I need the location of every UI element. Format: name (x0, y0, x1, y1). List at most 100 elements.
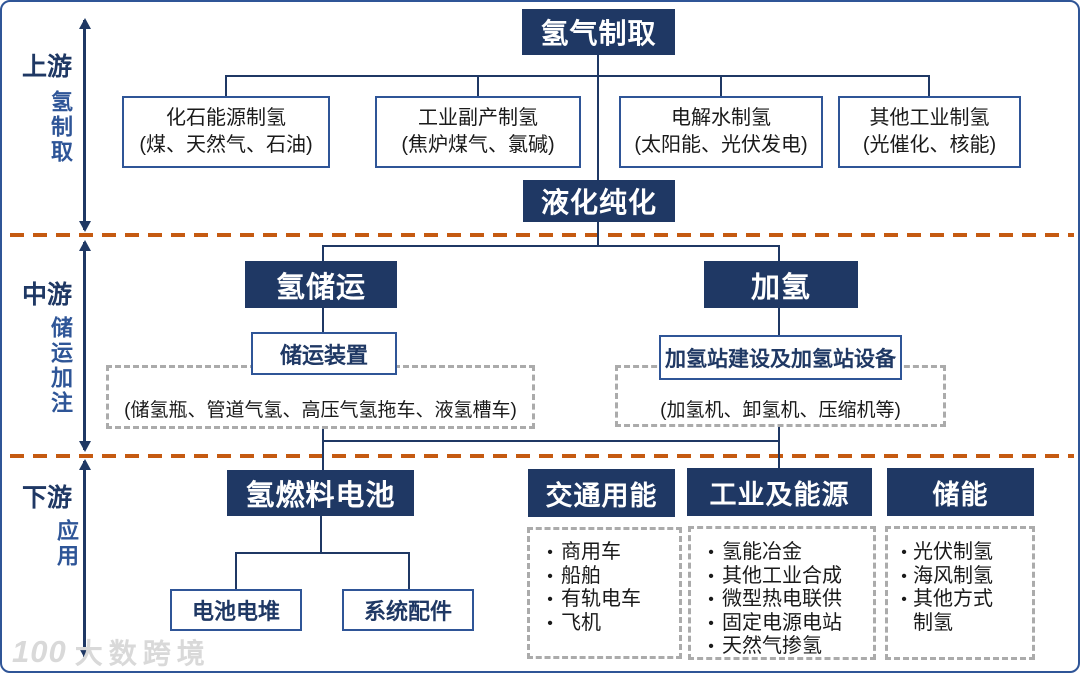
method-box-fossil: 化石能源制氢 (煤、天然气、石油) (122, 96, 330, 168)
header-box-hydrogen-storage-transport: 氢储运 (245, 261, 397, 308)
bullet-icon: • (547, 544, 553, 561)
method-box-electrolysis: 电解水制氢 (太阳能、光伏发电) (619, 96, 823, 168)
bullet-icon: • (547, 614, 553, 632)
transport-energy-list: • 商用车 • 船舶 • 有轨电车 • 飞机 (527, 529, 682, 635)
header-box-industry-energy: 工业及能源 (687, 468, 872, 516)
list-item-text: 飞机 (561, 611, 601, 634)
bullet-icon: • (708, 591, 714, 608)
transport-energy-panel (527, 527, 682, 659)
list-item: • 其他方式制氢 (895, 588, 1035, 635)
connector-line (477, 75, 479, 96)
list-item: • 海风制氢 (895, 565, 1035, 589)
bullet-icon: • (708, 544, 714, 561)
list-item-text: 天然气掺氢 (722, 635, 822, 657)
list-item: • 有轨电车 (539, 588, 682, 612)
bullet-icon: • (708, 638, 714, 655)
box-liquefaction-purification: 液化纯化 (523, 180, 675, 222)
list-item-text: 氢能冶金 (722, 541, 802, 563)
watermark-logo-icon: 100 (12, 634, 67, 669)
method-name: 其他工业制氢 (869, 107, 990, 129)
storage-detail-text: (储氢瓶、管道气氢、高压气氢拖车、液氢槽车) (124, 400, 517, 421)
list-item-text: 其他工业合成 (722, 564, 842, 587)
watermark: 100 大数跨境 (12, 632, 211, 671)
connector-line (322, 245, 324, 261)
list-item: • 固定电源电站 (700, 612, 876, 636)
box-storage-equipment: 储运装置 (251, 332, 397, 375)
list-item-text: 光伏制氢 (913, 541, 993, 563)
box-refueling-station-equipment: 加氢站建设及加氢站设备 (659, 335, 902, 380)
list-item-text: 微型热电联供 (722, 588, 842, 610)
connector-line (322, 440, 780, 442)
industry-energy-list: • 氢能冶金 • 其他工业合成 • 微型热电联供 • 固定电源电站 • 天然气掺氢 (688, 529, 876, 659)
list-item-text: 其他方式制氢 (913, 588, 993, 634)
list-item-text: 船舶 (561, 564, 601, 587)
bullet-icon: • (708, 567, 714, 585)
industry-energy-panel (688, 526, 876, 660)
connector-line (597, 222, 599, 245)
section-divider-midstream-downstream (10, 454, 1074, 458)
list-item: • 天然气掺氢 (700, 635, 876, 659)
method-name: 工业副产制氢 (418, 107, 538, 129)
connector-line (928, 75, 930, 96)
bullet-icon: • (901, 591, 907, 608)
stage-label-upstream: 上游 (22, 53, 73, 81)
connector-line (408, 552, 410, 589)
list-item: • 飞机 (539, 612, 682, 636)
bullet-icon: • (547, 591, 553, 608)
stage-sublabel-downstream: 应用 (54, 519, 79, 569)
connector-line (778, 427, 780, 468)
header-box-refueling: 加氢 (704, 261, 858, 308)
list-item-text: 固定电源电站 (722, 611, 842, 634)
list-item: • 光伏制氢 (895, 541, 1035, 565)
method-detail: (太阳能、光伏发电) (634, 134, 808, 156)
list-item: • 其他工业合成 (700, 565, 876, 589)
connector-line (720, 75, 722, 96)
stage-sublabel-midstream: 储运加注 (48, 316, 73, 416)
box-system-components: 系统配件 (342, 589, 474, 631)
list-item: • 船舶 (539, 565, 682, 589)
connector-line (597, 55, 599, 180)
connector-line (226, 75, 930, 77)
method-name: 电解水制氢 (671, 107, 771, 129)
list-item-text: 有轨电车 (561, 588, 641, 610)
method-box-industrial-byproduct: 工业副产制氢 (焦炉煤气、氯碱) (375, 96, 581, 168)
connector-line (225, 75, 227, 96)
header-box-transport-energy: 交通用能 (528, 469, 675, 517)
stage-label-midstream: 中游 (22, 281, 73, 309)
connector-line (778, 308, 780, 335)
downstream-range-arrow-icon (78, 459, 91, 659)
section-divider-upstream-midstream (10, 233, 1074, 237)
bullet-icon: • (708, 614, 714, 632)
energy-storage-panel (885, 526, 1035, 660)
refueling-detail-text: (加氢机、卸氢机、压缩机等) (660, 400, 901, 421)
method-detail: (光催化、核能) (862, 134, 997, 156)
bullet-icon: • (901, 567, 907, 585)
list-item: • 氢能冶金 (700, 541, 876, 565)
method-detail: (焦炉煤气、氯碱) (401, 134, 555, 156)
root-box-hydrogen-production: 氢气制取 (522, 9, 675, 55)
connector-line (322, 429, 324, 470)
bullet-icon: • (901, 544, 907, 561)
midstream-range-arrow-icon (78, 240, 91, 452)
list-item: • 商用车 (539, 541, 682, 565)
upstream-range-arrow-icon (78, 18, 91, 232)
box-cell-stack: 电池电堆 (170, 589, 302, 631)
connector-line (322, 245, 780, 247)
header-box-fuel-cell: 氢燃料电池 (227, 470, 414, 516)
list-item-text: 海风制氢 (913, 564, 993, 587)
watermark-text: 大数跨境 (74, 638, 211, 669)
energy-storage-list: • 光伏制氢 • 海风制氢 • 其他方式制氢 (885, 529, 1035, 635)
connector-line (322, 308, 324, 332)
connector-line (778, 245, 780, 261)
connector-line (235, 552, 237, 589)
list-item: • 微型热电联供 (700, 588, 876, 612)
method-name: 化石能源制氢 (166, 107, 286, 129)
method-detail: (煤、天然气、石油) (139, 134, 313, 156)
list-item-text: 商用车 (561, 541, 621, 563)
bullet-icon: • (547, 567, 553, 585)
connector-line (320, 516, 322, 552)
stage-label-downstream: 下游 (22, 484, 73, 512)
header-box-energy-storage: 储能 (887, 468, 1034, 516)
stage-sublabel-upstream: 氢制取 (48, 90, 73, 165)
